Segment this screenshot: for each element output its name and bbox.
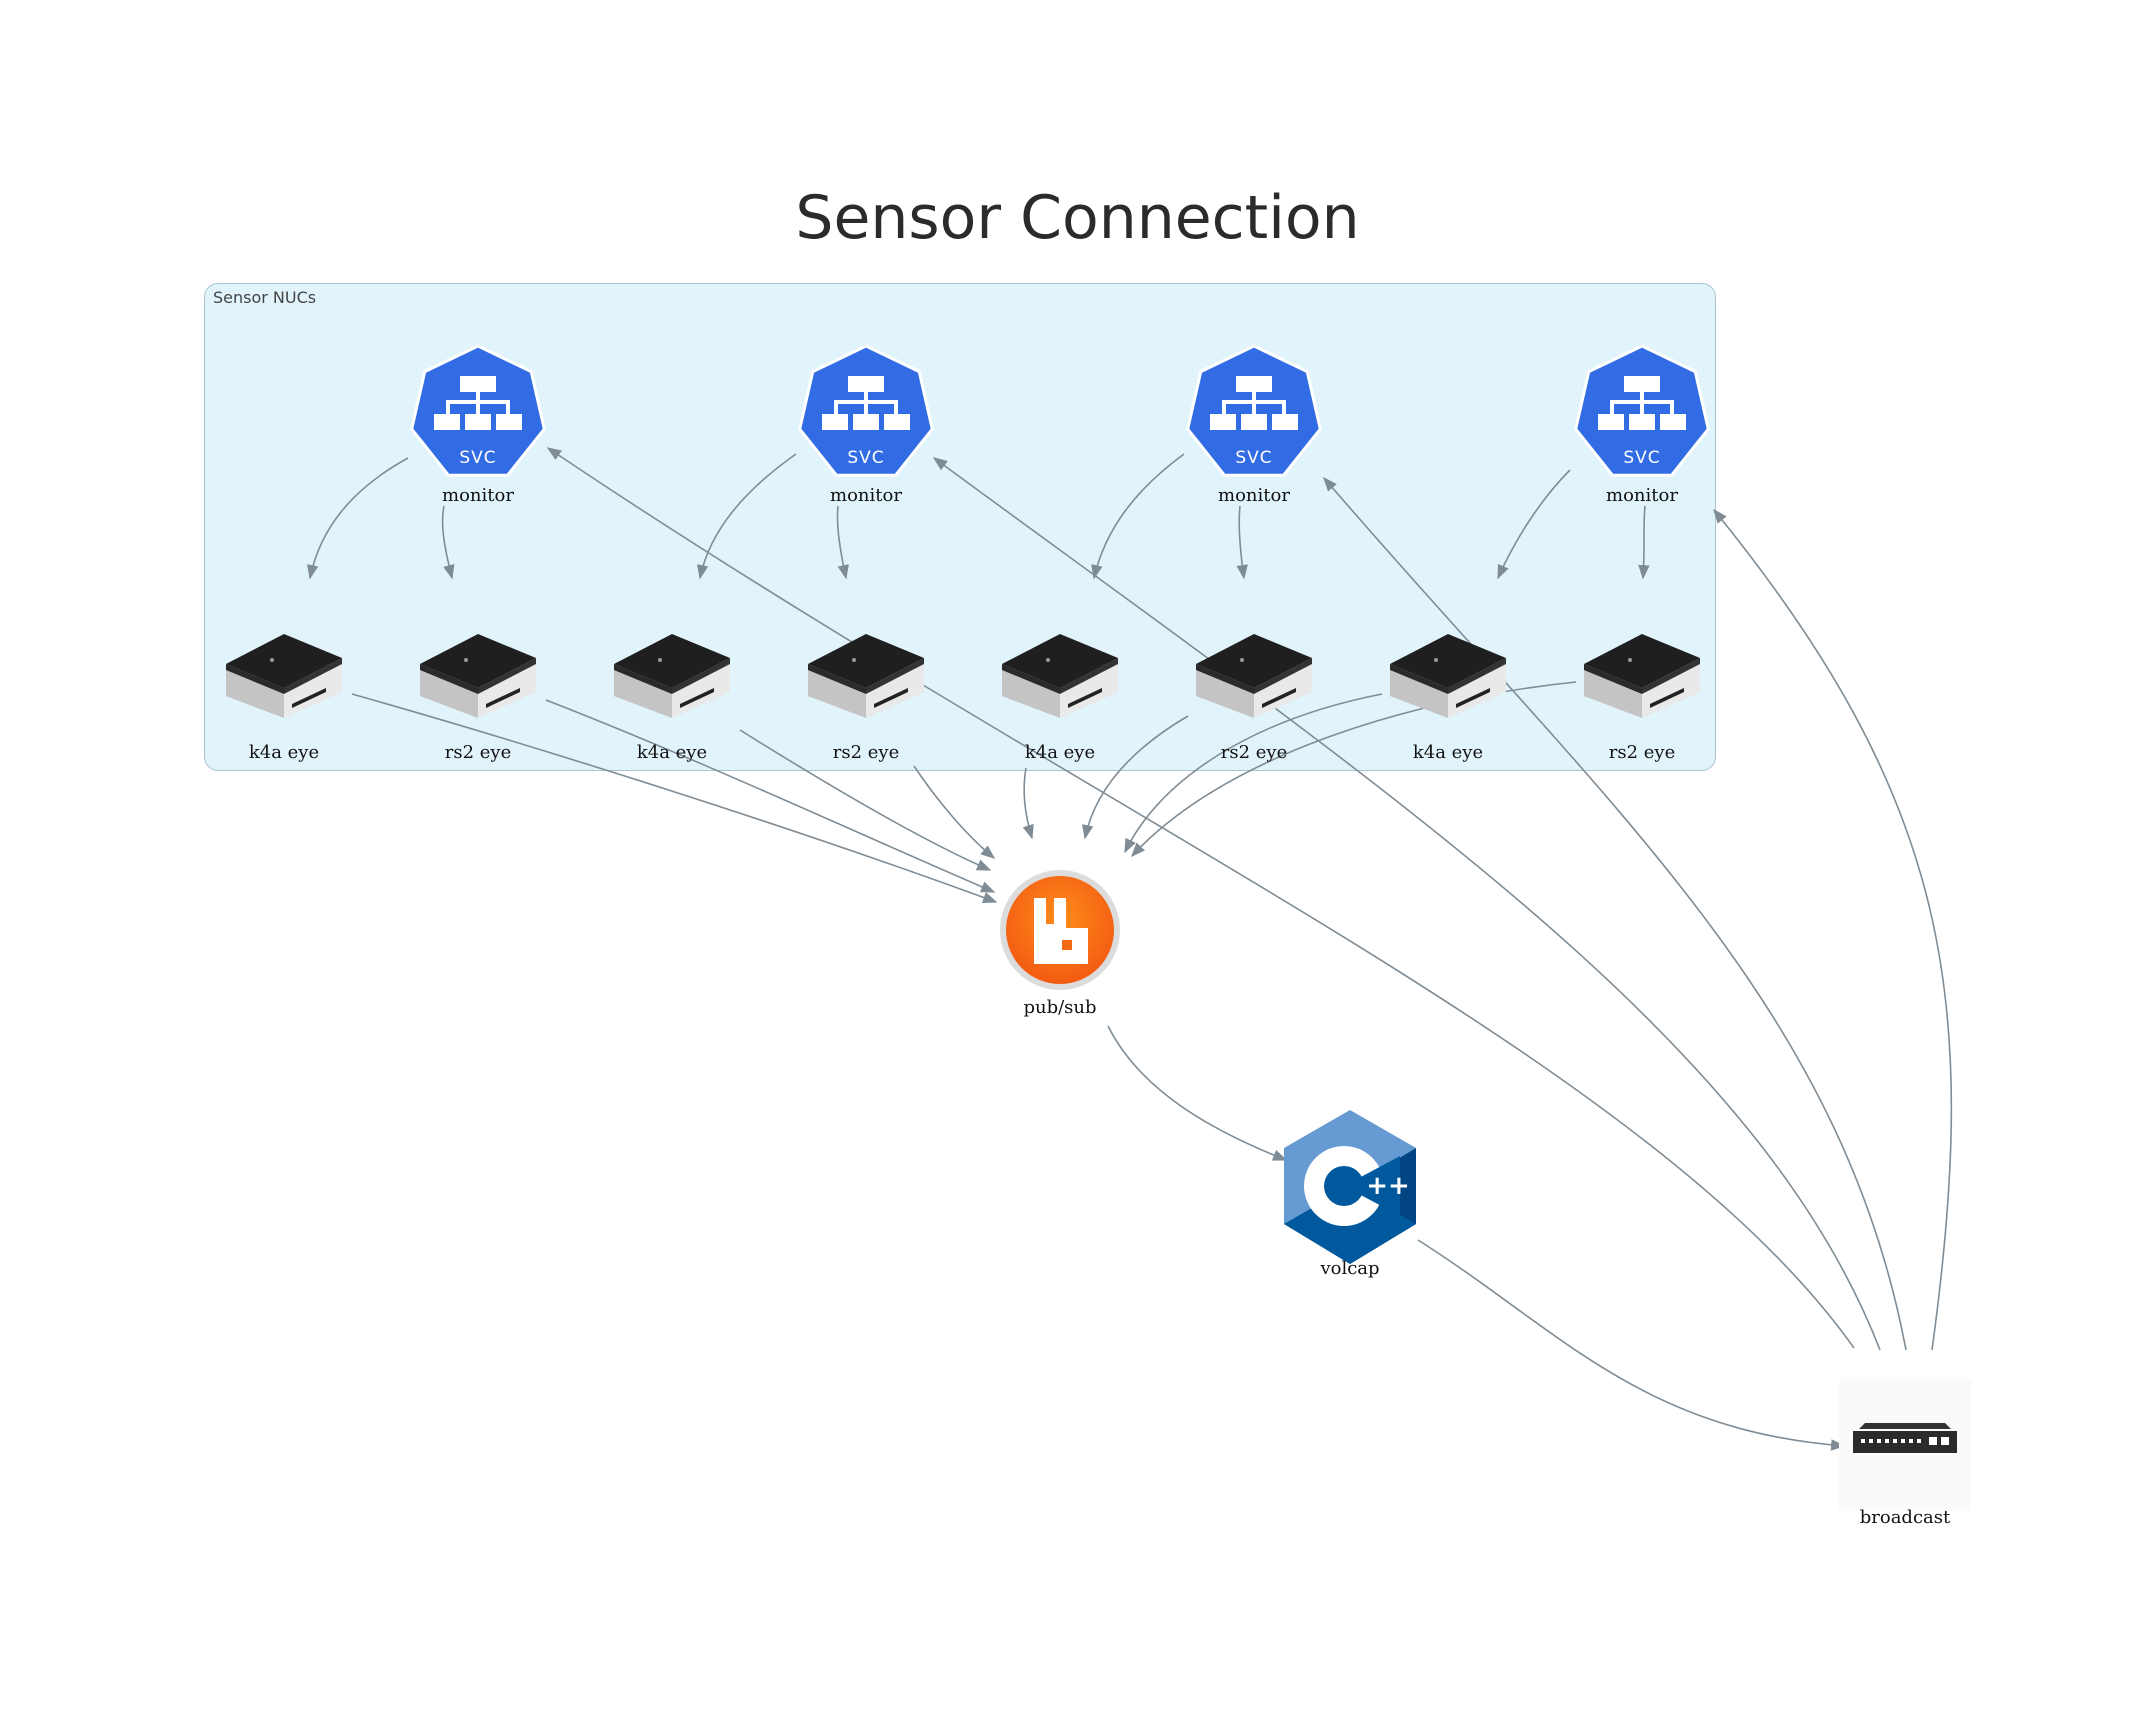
monitor-label: monitor <box>830 485 902 506</box>
monitor-label: monitor <box>1606 485 1678 506</box>
edge-monitor3-k4a3 <box>1091 453 1185 580</box>
eye-label: rs2 eye <box>832 742 900 763</box>
edge-monitor1-k4a1 <box>307 457 409 580</box>
edge-broadcast-monitor3 <box>1323 476 1907 1351</box>
nuc-computer-icon[interactable] <box>610 622 734 722</box>
pubsub-label: pub/sub <box>1023 997 1097 1018</box>
monitor-label: monitor <box>442 485 514 506</box>
svc-badge: SVC <box>1623 448 1660 468</box>
edge-pubsub-volcap <box>1107 1025 1288 1161</box>
svc-badge: SVC <box>1235 448 1272 468</box>
edge-rs23-pubsub <box>1082 715 1189 840</box>
broadcast-label: broadcast <box>1859 1507 1951 1528</box>
nuc-computer-icon[interactable] <box>416 622 540 722</box>
edge-rs21-pubsub <box>545 699 996 893</box>
edge-monitor1-rs21 <box>441 505 455 580</box>
nuc-computer-icon[interactable] <box>1580 622 1704 722</box>
eye-label: k4a eye <box>636 742 708 763</box>
eye-label: k4a eye <box>1024 742 1096 763</box>
edge-monitor3-rs23 <box>1236 505 1248 580</box>
cpp-plus-badge: ++ <box>1366 1171 1410 1201</box>
diagram-title: Sensor Connection <box>795 183 1360 253</box>
edge-broadcast-monitor1 <box>546 447 1855 1349</box>
volcap-label: volcap <box>1320 1258 1380 1279</box>
edge-monitor4-k4a4 <box>1497 469 1571 580</box>
monitor-service-icon[interactable]: SVC <box>1574 344 1710 484</box>
eye-label: rs2 eye <box>444 742 512 763</box>
edge-monitor2-rs22 <box>836 505 849 580</box>
edge-k4a3-pubsub <box>1022 767 1034 840</box>
nuc-computer-icon[interactable] <box>804 622 928 722</box>
broadcast-switch-icon[interactable] <box>1839 1379 1971 1515</box>
svc-badge: SVC <box>459 448 496 468</box>
edge-broadcast-monitor4 <box>1713 508 1953 1351</box>
svc-badge: SVC <box>847 448 884 468</box>
volcap-cpp-icon[interactable]: ++ <box>1280 1108 1420 1272</box>
monitor-service-icon[interactable]: SVC <box>1186 344 1322 484</box>
nuc-computer-icon[interactable] <box>222 622 346 722</box>
eye-label: k4a eye <box>1412 742 1484 763</box>
nuc-computer-icon[interactable] <box>998 622 1122 722</box>
edge-broadcast-monitor2 <box>932 457 1881 1351</box>
edge-k4a1-pubsub <box>351 693 998 903</box>
edge-monitor2-k4a2 <box>697 453 797 580</box>
eye-label: k4a eye <box>248 742 320 763</box>
nuc-computer-icon[interactable] <box>1192 622 1316 722</box>
pubsub-broker-icon[interactable] <box>998 868 1122 996</box>
nuc-computer-icon[interactable] <box>1386 622 1510 722</box>
edge-k4a2-pubsub <box>739 729 992 871</box>
edge-k4a4-pubsub <box>1124 693 1383 854</box>
monitor-service-icon[interactable]: SVC <box>798 344 934 484</box>
eye-label: rs2 eye <box>1220 742 1288 763</box>
edge-monitor4-rs24 <box>1638 505 1650 580</box>
monitor-label: monitor <box>1218 485 1290 506</box>
eye-label: rs2 eye <box>1608 742 1676 763</box>
cluster-label: Sensor NUCs <box>213 288 317 307</box>
edge-rs22-pubsub <box>913 765 996 859</box>
edge-volcap-broadcast <box>1417 1239 1846 1451</box>
monitor-service-icon[interactable]: SVC <box>410 344 546 484</box>
